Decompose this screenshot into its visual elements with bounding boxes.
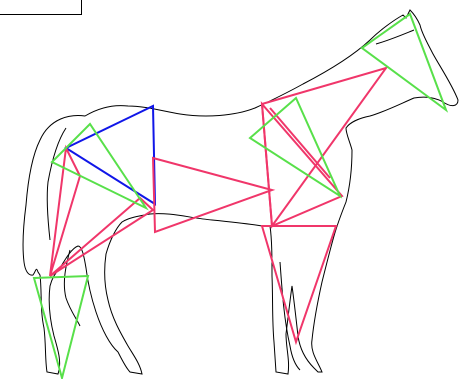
horse-outline: [23, 10, 458, 374]
red-shoulder-diagonal: [270, 108, 330, 178]
red-hind-lower-triangle: [50, 198, 153, 276]
green-hip-triangle: [52, 124, 146, 208]
mane-line: [376, 30, 414, 44]
red-chest-triangle: [262, 104, 342, 226]
red-body-triangle: [153, 158, 272, 232]
green-hock-triangle: [34, 276, 88, 378]
red-shoulder-triangle: [262, 68, 386, 226]
red-hind-upper-triangle: [50, 148, 80, 276]
front-leg-inner: [280, 262, 300, 370]
green-head-triangle: [362, 14, 446, 110]
